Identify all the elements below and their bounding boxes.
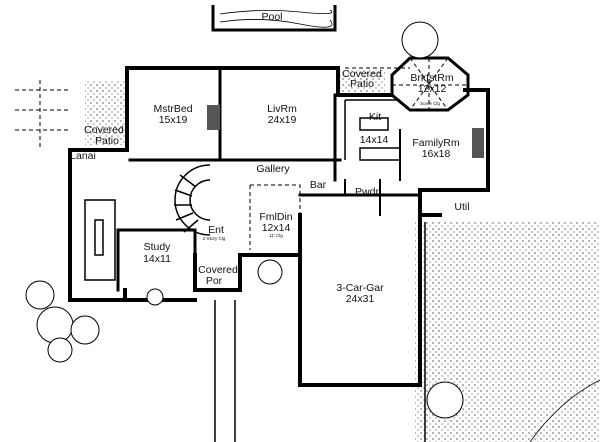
room-note-ent: 2-Story Clg [203,236,226,241]
room-label-ent: Ent [208,224,224,236]
room-label-covered-patio-rear-2: Patio [350,78,374,90]
landscape-trees [25,21,464,419]
pool [211,5,337,32]
room-label-covered-patio-left: Covered [84,124,124,136]
fireplace-master [207,105,220,130]
room-size-fmldin: 12x14 [262,222,291,234]
exterior-walls [68,66,490,387]
room-label-covered-por-2: Por [206,275,223,287]
room-label-garage: 3-Car-Gar [336,282,384,294]
spiral-stair [174,164,211,236]
room-size-mstrbed: 15x19 [159,114,188,126]
room-label-kit: Kit [369,111,381,123]
room-label-gallery: Gallery [256,163,290,175]
room-label-fmldin: FmlDin [259,211,292,223]
room-size-garage: 24x31 [346,293,375,305]
room-label-livrm: LivRm [267,103,297,115]
room-label-brkfst: BrkfstRm [410,72,453,84]
driveway-curve [529,379,600,442]
room-size-brkfst: 12x12 [418,83,447,95]
room-label-pwdr: Pwdr [355,186,379,198]
bath-area [84,199,116,281]
room-label-covered-patio-left-2: Patio [95,135,119,147]
room-note-brkfst: Some Clg [420,101,440,106]
room-label-covered-por: Covered [198,264,238,276]
room-note-fmldin: 11' Clg [269,233,283,238]
room-size-familyrm: 16x18 [422,148,451,160]
tub [94,219,104,256]
room-label-util: Util [454,201,469,213]
kitchen-counters [344,99,401,161]
room-label-bar: Bar [310,179,327,191]
room-size-study: 14x11 [143,253,171,265]
room-label-mstrbed: MstrBed [153,103,192,115]
room-label-familyrm: FamilyRm [412,137,459,149]
dashed-openings [15,67,410,255]
room-size-kit: 14x14 [360,134,389,146]
fireplace-family [472,128,484,158]
covered-patio-rear-floor [335,70,385,95]
room-label-study: Study [144,241,172,253]
room-label-covered-patio-rear: Covered [342,68,382,80]
room-label-lanai: Lanai [70,150,96,162]
room-label-pool: Pool [261,11,282,23]
room-size-livrm: 24x19 [268,114,297,126]
front-walk [214,300,236,442]
covered-patio-left-floor [85,80,125,145]
